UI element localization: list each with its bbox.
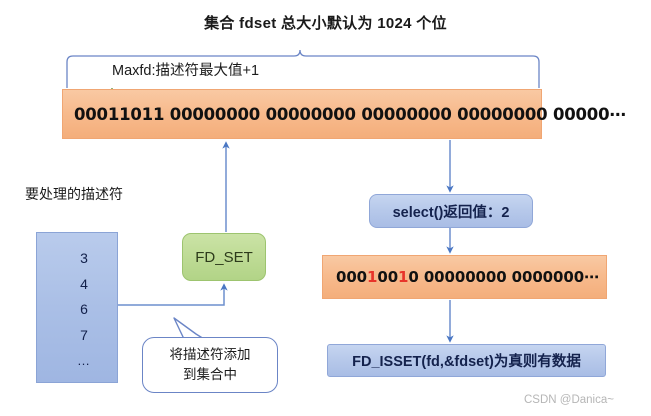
maxfd-label: Maxfd:描述符最大值+1 (112, 63, 260, 79)
fd-item: 7 (80, 327, 88, 344)
bits-ready-flag-2: 1 (398, 268, 409, 286)
fd-isset-label: FD_ISSET(fd,&fdset)为真则有数据 (352, 354, 581, 370)
arrow-fdlist-to-fdset (118, 283, 228, 306)
page-title: 集合 fdset 总大小默认为 1024 个位 (204, 15, 447, 32)
fdset-bitmap-result: 00010010 00000000 0000000⋯ (322, 255, 607, 299)
fd-item-ellipsis: … (77, 353, 91, 369)
fdset-bits-result: 00010010 00000000 0000000⋯ (336, 268, 599, 286)
fd-list-label: 要处理的描述符 (25, 186, 123, 202)
fd-item: 4 (80, 275, 88, 292)
bits-prefix: 000 (336, 268, 368, 286)
maxfd-range-brace (66, 49, 540, 88)
fd-isset-node: FD_ISSET(fd,&fdset)为真则有数据 (327, 344, 606, 377)
fdset-bits-input: 00011011 00000000 00000000 00000000 0000… (74, 104, 626, 124)
select-return-label: select()返回值：2 (392, 204, 510, 221)
fdset-bitmap-input: 00011011 00000000 00000000 00000000 0000… (62, 89, 626, 139)
bits-mid: 00 (377, 268, 399, 286)
callout-bubble: 将描述符添加 到集合中 (142, 337, 278, 393)
callout-line-1: 将描述符添加 (169, 347, 251, 363)
fd-list-box: 3 4 6 7 … (36, 232, 118, 383)
fd-item: 3 (80, 249, 88, 266)
select-return-node: select()返回值：2 (369, 194, 533, 228)
fd-set-label: FD_SET (195, 248, 253, 266)
callout-line-2: 到集合中 (183, 367, 237, 382)
watermark: CSDN @Danica~ (524, 394, 614, 406)
fd-item: 6 (80, 301, 88, 318)
fd-set-node: FD_SET (182, 233, 266, 281)
bits-suffix: 0 00000000 0000000⋯ (408, 268, 599, 286)
bits-ready-flag-1: 1 (367, 268, 378, 286)
